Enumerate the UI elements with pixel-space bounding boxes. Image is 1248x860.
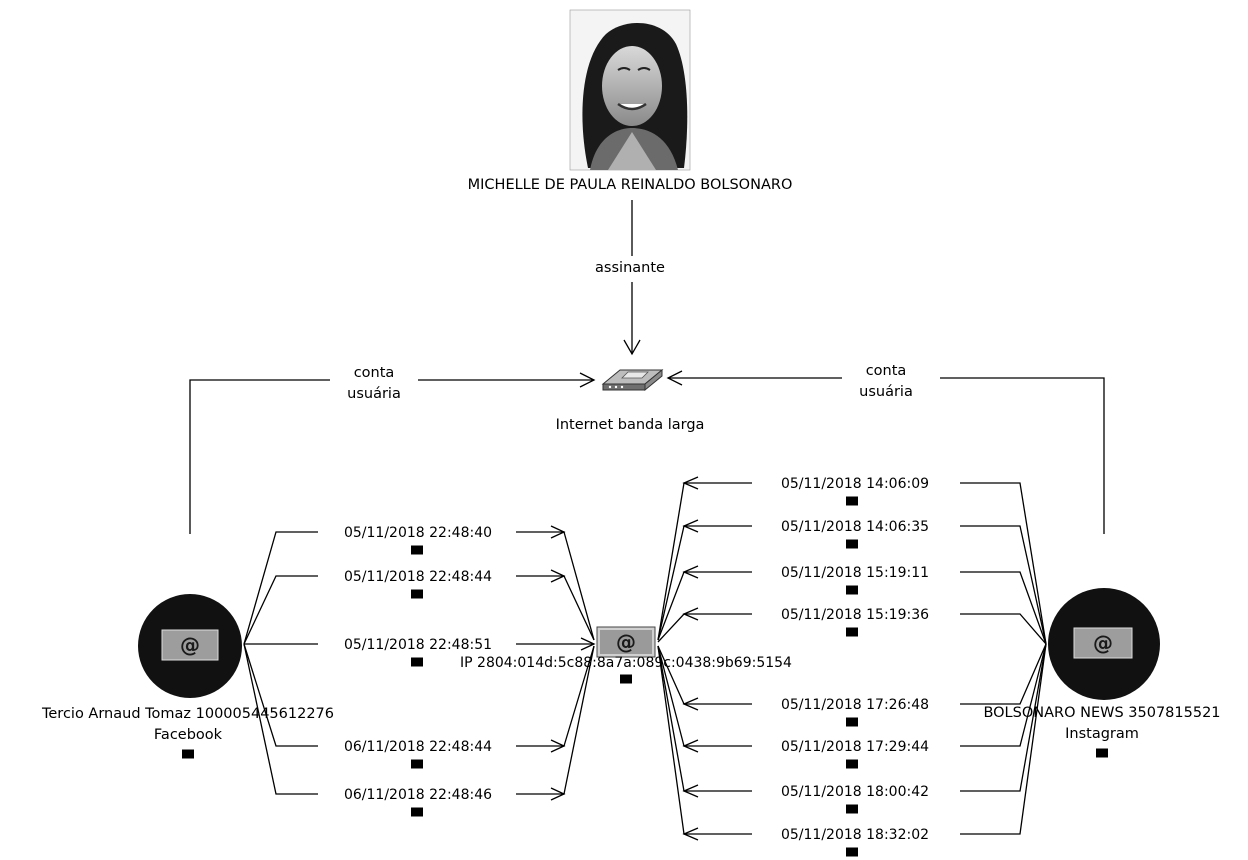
mail-icon bbox=[846, 847, 858, 857]
at-circle-icon: @ bbox=[1048, 588, 1160, 700]
facebook-node-name: Tercio Arnaud Tomaz 100005445612276 bbox=[41, 706, 334, 722]
instagram-node[interactable]: @ BOLSONARO NEWS 3507815521 Instagram bbox=[983, 588, 1221, 758]
instagram-node-name: BOLSONARO NEWS 3507815521 bbox=[983, 705, 1220, 721]
instagram-account-label-2: usuária bbox=[859, 384, 913, 400]
mail-icon bbox=[846, 585, 858, 595]
facebook-access-4: 06/11/2018 22:48:44 bbox=[344, 739, 492, 755]
mail-icon bbox=[846, 759, 858, 769]
mail-icon bbox=[846, 496, 858, 506]
mail-icon bbox=[411, 807, 423, 817]
facebook-node-subtitle: Facebook bbox=[154, 727, 223, 743]
instagram-access-edges: 05/11/2018 14:06:09 05/11/2018 14:06:35 … bbox=[657, 476, 1047, 857]
instagram-access-7: 05/11/2018 18:00:42 bbox=[781, 784, 929, 800]
person-photo bbox=[569, 9, 691, 171]
instagram-access-6: 05/11/2018 17:29:44 bbox=[781, 739, 929, 755]
mail-icon bbox=[411, 589, 423, 599]
instagram-access-1: 05/11/2018 14:06:09 bbox=[781, 476, 929, 492]
mail-icon bbox=[182, 749, 194, 759]
instagram-node-subtitle: Instagram bbox=[1065, 726, 1139, 742]
ip-node[interactable]: @ IP 2804:014d:5c88:8a7a:089c:0438:9b69:… bbox=[460, 626, 792, 684]
facebook-access-3: 05/11/2018 22:48:51 bbox=[344, 637, 492, 653]
facebook-account-label-1: conta bbox=[354, 365, 395, 381]
internet-label: Internet banda larga bbox=[556, 417, 705, 433]
svg-text:@: @ bbox=[616, 630, 636, 654]
facebook-access-edges: 05/11/2018 22:48:40 05/11/2018 22:48:44 … bbox=[243, 525, 596, 817]
svg-text:@: @ bbox=[180, 633, 200, 657]
svg-text:@: @ bbox=[1093, 631, 1113, 655]
mail-icon bbox=[846, 804, 858, 814]
instagram-account-label-1: conta bbox=[866, 363, 907, 379]
instagram-access-5: 05/11/2018 17:26:48 bbox=[781, 697, 929, 713]
instagram-access-3: 05/11/2018 15:19:11 bbox=[781, 565, 929, 581]
internet-node[interactable]: Internet banda larga bbox=[556, 368, 705, 433]
mail-icon bbox=[620, 674, 632, 684]
subscriber-edge-label: assinante bbox=[595, 260, 665, 276]
facebook-access-5: 06/11/2018 22:48:46 bbox=[344, 787, 492, 803]
person-name: MICHELLE DE PAULA REINALDO BOLSONARO bbox=[468, 177, 793, 193]
mail-icon bbox=[1096, 748, 1108, 758]
mail-icon bbox=[411, 545, 423, 555]
at-circle-icon: @ bbox=[138, 594, 242, 698]
mail-icon bbox=[411, 657, 423, 667]
modem-icon bbox=[601, 368, 664, 392]
person-node[interactable]: MICHELLE DE PAULA REINALDO BOLSONARO bbox=[468, 9, 793, 193]
facebook-node[interactable]: @ Tercio Arnaud Tomaz 100005445612276 Fa… bbox=[41, 594, 334, 759]
mail-icon bbox=[411, 759, 423, 769]
at-icon: @ bbox=[596, 626, 656, 658]
ip-label: IP 2804:014d:5c88:8a7a:089c:0438:9b69:51… bbox=[460, 655, 792, 671]
mail-icon bbox=[846, 539, 858, 549]
mail-icon bbox=[846, 717, 858, 727]
subscriber-arrowhead bbox=[623, 339, 641, 356]
facebook-access-2: 05/11/2018 22:48:44 bbox=[344, 569, 492, 585]
facebook-access-1: 05/11/2018 22:48:40 bbox=[344, 525, 492, 541]
facebook-account-label-2: usuária bbox=[347, 386, 401, 402]
mail-icon bbox=[846, 627, 858, 637]
instagram-account-edge: conta usuária bbox=[666, 363, 1105, 534]
instagram-access-8: 05/11/2018 18:32:02 bbox=[781, 827, 929, 843]
facebook-account-edge: conta usuária bbox=[189, 365, 596, 534]
instagram-access-2: 05/11/2018 14:06:35 bbox=[781, 519, 929, 535]
instagram-access-4: 05/11/2018 15:19:36 bbox=[781, 607, 929, 623]
